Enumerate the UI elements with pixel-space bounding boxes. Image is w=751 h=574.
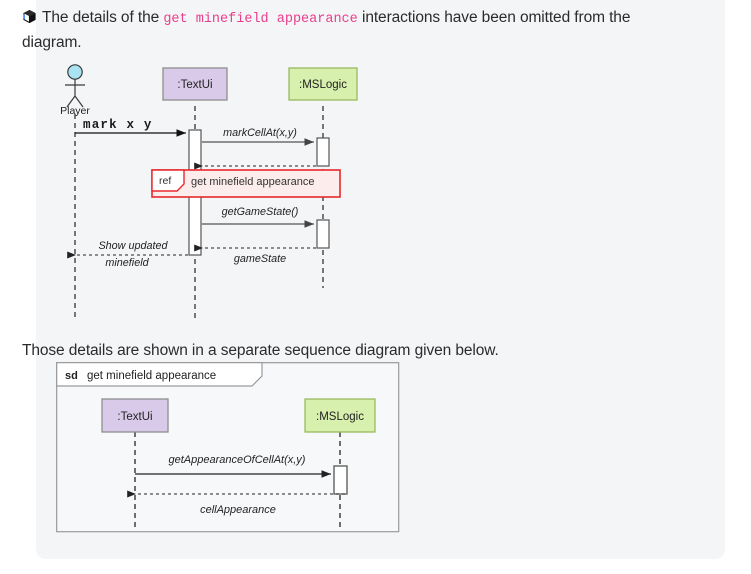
lifeline-label-mslogic: :MSLogic bbox=[316, 411, 364, 423]
message-label-cellappearance: cellAppearance bbox=[200, 504, 276, 516]
activation-bar-mslogic bbox=[333, 465, 348, 495]
ref-fragment[interactable]: ref get minefield appearance bbox=[151, 169, 341, 198]
lifeline-head-mslogic[interactable]: :MSLogic bbox=[288, 67, 358, 101]
lifeline-label-textui: :TextUi bbox=[117, 411, 152, 423]
message-label-gamestate: gameState bbox=[234, 253, 286, 265]
message-cellappearance-return: cellAppearance bbox=[127, 490, 345, 516]
message-label-getappearanceofcellat: getAppearanceOfCellAt(x,y) bbox=[169, 454, 306, 466]
activation-bar-mslogic-2 bbox=[316, 219, 330, 249]
message-label-show-updated-line1: Show updated bbox=[98, 240, 168, 252]
message-mark-x-y: mark x y bbox=[75, 118, 186, 137]
mark-cell-sequence-diagram: Player :TextUi :MSLogic mark x y bbox=[55, 62, 415, 322]
activation-bar-mslogic-1 bbox=[316, 137, 330, 167]
message-label-getgamestate: getGameState() bbox=[222, 206, 299, 218]
message-label-show-updated-line2: minefield bbox=[105, 257, 149, 269]
message-show-updated-minefield: Show updated minefield bbox=[67, 240, 188, 269]
mid-paragraph: Those details are shown in a separate se… bbox=[22, 340, 662, 362]
frame-tag-label: sd bbox=[65, 370, 78, 382]
message-label-markcellat: markCellAt(x,y) bbox=[223, 127, 297, 139]
mid-paragraph-text: Those details are shown in a separate se… bbox=[22, 342, 499, 359]
lifeline-head-textui[interactable]: :TextUi bbox=[101, 398, 169, 433]
get-minefield-appearance-sequence-diagram: sd get minefield appearance :TextUi :MSL… bbox=[56, 362, 400, 533]
diagram-frame bbox=[56, 362, 400, 533]
frame-title: get minefield appearance bbox=[87, 370, 216, 382]
message-getappearanceofcellat: getAppearanceOfCellAt(x,y) bbox=[135, 454, 331, 478]
callout-note: The details of the get minefield appeara… bbox=[22, 6, 677, 54]
lifeline-label-textui: :TextUi bbox=[177, 79, 212, 91]
lifeline-head-mslogic[interactable]: :MSLogic bbox=[304, 398, 376, 433]
lifeline-label-player: Player bbox=[60, 105, 90, 117]
message-label-mark-x-y: mark x y bbox=[83, 118, 153, 132]
lifeline-head-player[interactable]: Player bbox=[60, 64, 90, 117]
lifeline-label-mslogic: :MSLogic bbox=[299, 79, 347, 91]
ref-fragment-tag: ref bbox=[159, 175, 171, 187]
callout-text-after: interactions have been omitted from the … bbox=[22, 9, 631, 51]
callout-text-before: The details of the bbox=[42, 9, 160, 26]
message-gamestate-return: gameState bbox=[194, 244, 316, 265]
callout-code: get minefield appearance bbox=[163, 12, 358, 27]
lifeline-head-textui[interactable]: :TextUi bbox=[162, 67, 228, 101]
message-getgamestate: getGameState() bbox=[202, 206, 314, 228]
cube-icon bbox=[22, 8, 37, 31]
ref-fragment-label: get minefield appearance bbox=[191, 176, 315, 188]
frame-tag: sd get minefield appearance bbox=[56, 362, 263, 387]
message-markcellat: markCellAt(x,y) bbox=[202, 127, 314, 146]
